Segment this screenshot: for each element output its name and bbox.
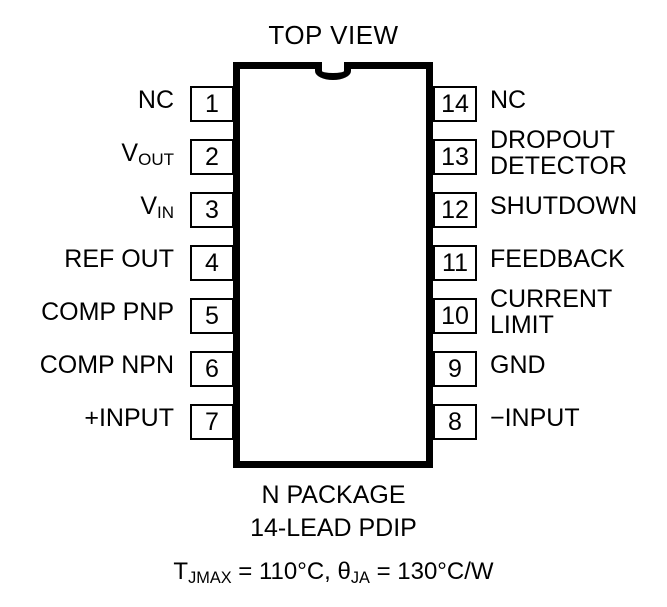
pin-label-14: NC: [490, 86, 527, 114]
tjmax-subscript: JMAX: [188, 568, 232, 587]
thermal-spec-caption: TJMAX = 110°C, θJA = 130°C/W: [0, 558, 667, 587]
pin-number-14: 14: [441, 89, 469, 118]
pin-label-6: COMP NPN: [39, 351, 174, 379]
pin-label-3: VIN: [140, 192, 174, 223]
tjmax-symbol: T: [173, 558, 189, 585]
pin-number-3: 3: [205, 195, 219, 224]
pin-label-1-text: NC: [137, 86, 174, 114]
package-notch-icon: [315, 62, 351, 80]
pin-box-13: 13: [433, 139, 477, 175]
pin-box-8: 8: [433, 404, 477, 440]
pin-label-13-text-line2: DETECTOR: [490, 151, 628, 180]
pin-label-12: SHUTDOWN: [490, 192, 638, 220]
pin-label-2-subscript: OUT: [138, 150, 174, 170]
package-leadcount-caption: 14-LEAD PDIP: [250, 514, 417, 542]
pin-label-5: COMP PNP: [41, 298, 174, 326]
pin-label-14-text: NC: [490, 86, 527, 114]
pin-number-13: 13: [441, 142, 469, 171]
pin-box-9: 9: [433, 351, 477, 387]
pin-label-3-text: V: [140, 192, 157, 220]
theta-ja-subscript: JA: [350, 568, 370, 587]
pin-label-4-text: REF OUT: [64, 245, 174, 273]
pin-number-5: 5: [205, 301, 219, 330]
pin-label-3-subscript: IN: [157, 203, 174, 223]
pin-box-7: 7: [190, 404, 234, 440]
pin-number-12: 12: [441, 195, 469, 224]
pin-box-12: 12: [433, 192, 477, 228]
pin-label-5-text: COMP PNP: [41, 298, 174, 326]
pin-label-8-text: −INPUT: [490, 404, 580, 432]
pin-label-13-text: DROPOUT: [490, 126, 615, 154]
theta-ja-value: = 130°C/W: [369, 558, 494, 585]
pin-label-7-text: +INPUT: [84, 404, 174, 432]
pin-number-6: 6: [205, 354, 219, 383]
pin-box-10: 10: [433, 298, 477, 334]
pin-label-11-text: FEEDBACK: [490, 245, 625, 273]
pin-box-2: 2: [190, 139, 234, 175]
theta-ja-symbol: θ: [337, 558, 351, 585]
pin-label-6-text: COMP NPN: [39, 351, 174, 379]
pin-box-6: 6: [190, 351, 234, 387]
package-name-caption: N PACKAGE: [261, 481, 406, 509]
tjmax-value: = 110°C,: [231, 558, 338, 585]
pin-box-11: 11: [433, 245, 477, 281]
pin-label-1: NC: [137, 86, 174, 114]
pin-label-8: −INPUT: [490, 404, 580, 432]
pin-number-4: 4: [205, 248, 219, 277]
pin-box-5: 5: [190, 298, 234, 334]
pin-box-3: 3: [190, 192, 234, 228]
pin-label-9-text: GND: [490, 351, 546, 379]
pin-box-14: 14: [433, 86, 477, 122]
pin-number-2: 2: [205, 142, 219, 171]
pin-box-1: 1: [190, 86, 234, 122]
pin-label-2: VOUT: [121, 139, 174, 170]
pin-number-1: 1: [205, 89, 219, 118]
top-view-title: TOP VIEW: [268, 20, 399, 50]
pin-label-4: REF OUT: [64, 245, 174, 273]
pin-box-4: 4: [190, 245, 234, 281]
pin-label-2-text: V: [121, 139, 139, 167]
pin-label-7: +INPUT: [84, 404, 174, 432]
pin-label-12-text: SHUTDOWN: [490, 192, 638, 220]
pin-label-10-text-line2: LIMIT: [490, 310, 554, 339]
pin-number-8: 8: [448, 407, 462, 436]
chip-body-outline: [233, 62, 433, 468]
pin-number-9: 9: [448, 354, 462, 383]
pin-number-10: 10: [441, 301, 469, 330]
pin-label-9: GND: [490, 351, 546, 379]
pin-label-11: FEEDBACK: [490, 245, 625, 273]
pin-label-10-text: CURRENT: [490, 285, 613, 313]
pin-number-7: 7: [205, 407, 219, 436]
pin-number-11: 11: [442, 248, 468, 277]
